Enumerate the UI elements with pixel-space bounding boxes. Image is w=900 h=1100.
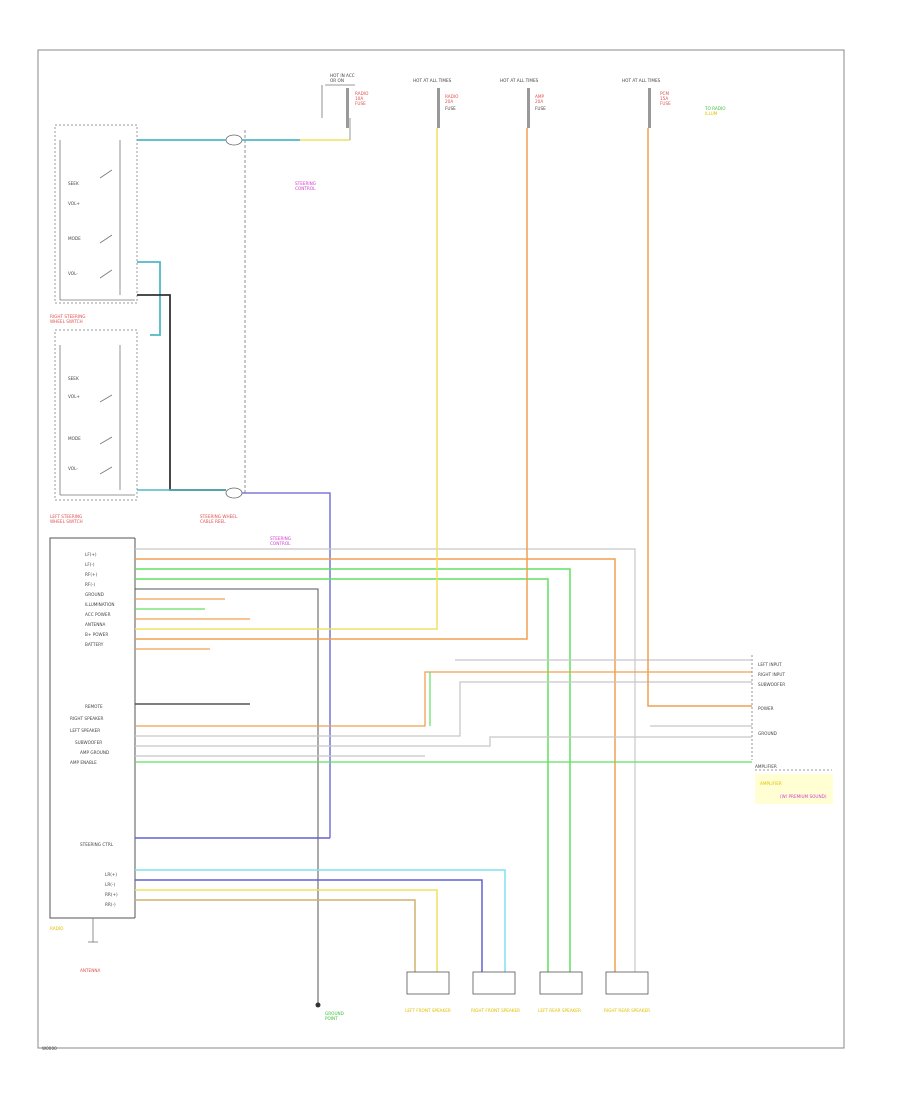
svg-text:POWER: POWER [758, 706, 774, 711]
figure-id: W0000 [42, 1046, 57, 1051]
svg-text:20A: 20A [535, 99, 543, 104]
svg-text:LEFT FRONT SPEAKER: LEFT FRONT SPEAKER [405, 1008, 451, 1013]
svg-text:SEEK: SEEK [68, 376, 79, 381]
svg-text:AMP ENABLE: AMP ENABLE [70, 760, 97, 765]
svg-text:VOL-: VOL- [68, 466, 78, 471]
svg-text:LEFT INPUT: LEFT INPUT [758, 662, 782, 667]
fuse-hot-1: HOT AT ALL TIMES RADIO 20A FUSE [413, 78, 459, 128]
svg-text:CONTROL: CONTROL [270, 541, 291, 546]
svg-text:LEFT STEERING: LEFT STEERING [50, 514, 82, 519]
ground-point: GROUND POINT [315, 1002, 344, 1021]
svg-text:TO RADIO: TO RADIO [704, 106, 726, 111]
svg-text:GROUND: GROUND [325, 1011, 344, 1016]
svg-text:(W/ PREMIUM SOUND): (W/ PREMIUM SOUND) [780, 794, 827, 799]
svg-text:BATTERY: BATTERY [85, 642, 104, 647]
svg-text:STEERING: STEERING [270, 536, 291, 541]
svg-text:RADIO: RADIO [50, 926, 64, 931]
fuse-hot-2: HOT AT ALL TIMES AMP 20A FUSE [500, 78, 546, 128]
svg-text:ANTENNA: ANTENNA [80, 968, 100, 973]
wires-radio-bottom [135, 869, 506, 972]
wires-radio-mid [135, 128, 752, 763]
svg-text:WHEEL SWITCH: WHEEL SWITCH [50, 319, 83, 324]
svg-text:LF(+): LF(+) [85, 552, 97, 557]
svg-text:LEFT REAR SPEAKER: LEFT REAR SPEAKER [538, 1008, 581, 1013]
speaker-lr: LEFT REAR SPEAKER [538, 971, 583, 1013]
svg-text:MODE: MODE [68, 436, 81, 441]
svg-text:GROUND: GROUND [85, 592, 104, 597]
radio-pins-low: STEERING CTRL [80, 842, 114, 847]
svg-text:CABLE REEL: CABLE REEL [200, 519, 226, 524]
fuse-radio: HOT IN ACC OR ON RADIO 10A FUSE [321, 73, 369, 128]
svg-text:RR(-): RR(-) [105, 902, 116, 907]
svg-text:VOL-: VOL- [68, 271, 78, 276]
svg-text:AMPLIFIER: AMPLIFIER [760, 781, 782, 786]
svg-text:FUSE: FUSE [660, 101, 671, 106]
svg-text:RIGHT STEERING: RIGHT STEERING [50, 314, 85, 319]
svg-text:RR(+): RR(+) [105, 892, 118, 897]
svg-text:RIGHT REAR SPEAKER: RIGHT REAR SPEAKER [604, 1008, 650, 1013]
left-steering-switch: SEEK VOL+ MODE VOL- LEFT STEERING WHEEL … [50, 329, 138, 524]
svg-text:LR(+): LR(+) [105, 872, 117, 877]
radio-pins-mid: REMOTE RIGHT SPEAKER LEFT SPEAKER SUBWOO… [70, 704, 109, 765]
svg-text:HOT AT ALL TIMES: HOT AT ALL TIMES [622, 78, 661, 83]
svg-text:STEERING WHEEL: STEERING WHEEL [200, 514, 238, 519]
speaker-rr: RIGHT REAR SPEAKER [604, 971, 650, 1013]
svg-text:FUSE: FUSE [355, 101, 366, 106]
svg-text:VOL+: VOL+ [68, 201, 80, 206]
svg-text:RF(-): RF(-) [85, 582, 95, 587]
amplifier: LEFT INPUT RIGHT INPUT SUBWOOFER POWER G… [751, 655, 833, 804]
svg-text:POINT: POINT [325, 1016, 338, 1021]
svg-text:AMPLIFIER: AMPLIFIER [755, 764, 777, 769]
svg-text:PCM: PCM [660, 91, 669, 96]
svg-text:SUBWOOFER: SUBWOOFER [75, 740, 102, 745]
svg-text:RADIO: RADIO [355, 91, 369, 96]
switch-wires [137, 118, 351, 838]
svg-text:ANTENNA: ANTENNA [85, 622, 105, 627]
svg-text:LF(-): LF(-) [85, 562, 95, 567]
svg-text:ILLUM: ILLUM [705, 111, 718, 116]
svg-text:LR(-): LR(-) [105, 882, 115, 887]
svg-text:RF(+): RF(+) [85, 572, 97, 577]
radio-pins-top: LF(+) LF(-) RF(+) RF(-) GROUND ILLUMINAT… [85, 552, 115, 647]
radio-pins-bottom: LR(+) LR(-) RR(+) RR(-) [105, 872, 118, 907]
svg-text:AMP: AMP [535, 94, 544, 99]
svg-text:15A: 15A [660, 96, 668, 101]
svg-text:RIGHT FRONT SPEAKER: RIGHT FRONT SPEAKER [471, 1008, 520, 1013]
svg-text:SUBWOOFER: SUBWOOFER [758, 682, 785, 687]
svg-text:HOT AT ALL TIMES: HOT AT ALL TIMES [413, 78, 452, 83]
cable-reel: STEERING WHEEL CABLE REEL STEERING CONTR… [200, 130, 316, 546]
svg-text:WHEEL SWITCH: WHEEL SWITCH [50, 519, 83, 524]
radio-unit: RADIO ANTENNA [49, 537, 136, 973]
svg-text:SEEK: SEEK [68, 181, 79, 186]
fuse-hot-3: HOT AT ALL TIMES PCM 15A FUSE TO RADIO I… [622, 78, 726, 128]
svg-text:REMOTE: REMOTE [85, 704, 103, 709]
right-steering-switch: SEEK VOL+ MODE VOL- RIGHT STEERING WHEEL… [50, 124, 138, 324]
svg-text:ILLUMINATION: ILLUMINATION [85, 602, 115, 607]
svg-text:GROUND: GROUND [758, 731, 777, 736]
svg-text:ACC POWER: ACC POWER [85, 612, 111, 617]
svg-text:B+ POWER: B+ POWER [85, 632, 108, 637]
svg-text:RADIO: RADIO [445, 94, 459, 99]
svg-text:FUSE: FUSE [445, 106, 456, 111]
svg-text:10A: 10A [355, 96, 363, 101]
speaker-lf: LEFT FRONT SPEAKER [405, 971, 451, 1013]
svg-text:HOT AT ALL TIMES: HOT AT ALL TIMES [500, 78, 539, 83]
svg-text:20A: 20A [445, 99, 453, 104]
svg-text:HOT IN ACC: HOT IN ACC [330, 73, 355, 78]
svg-text:RIGHT INPUT: RIGHT INPUT [758, 672, 785, 677]
speaker-rf: RIGHT FRONT SPEAKER [471, 971, 520, 1013]
svg-text:VOL+: VOL+ [68, 394, 80, 399]
svg-text:FUSE: FUSE [535, 106, 546, 111]
svg-text:CONTROL: CONTROL [295, 186, 316, 191]
svg-text:STEERING CTRL: STEERING CTRL [80, 842, 114, 847]
svg-text:RIGHT SPEAKER: RIGHT SPEAKER [70, 716, 104, 721]
svg-text:AMP GROUND: AMP GROUND [80, 750, 109, 755]
svg-text:OR ON: OR ON [330, 78, 344, 83]
svg-text:LEFT SPEAKER: LEFT SPEAKER [70, 728, 100, 733]
wires-radio-top [135, 128, 636, 1005]
svg-text:MODE: MODE [68, 236, 81, 241]
diagram-frame [37, 49, 845, 1049]
svg-text:STEERING: STEERING [295, 181, 316, 186]
